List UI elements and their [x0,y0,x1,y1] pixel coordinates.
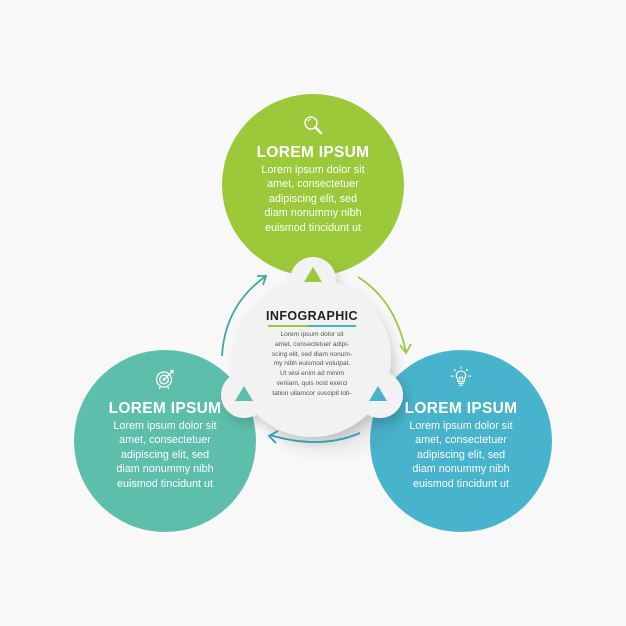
body-line: amet, consectetuer [119,434,211,447]
body-line: euismod tincidunt ut [116,477,214,490]
body-line: tation ullamcor suscipit lob- [272,389,352,397]
title-underline [268,325,356,327]
body-line: Lorem ipsum dolor sit [409,420,513,432]
body-line: euismod tincidunt ut [264,221,362,234]
body-line: adipiscing elit, sed [120,448,210,461]
body-line: diam nonummy nibh [116,463,214,476]
body-line: Ut wisi enim ad minim [279,370,345,378]
center-title: INFOGRAPHIC [266,309,358,323]
step-title: LOREM IPSUM [256,144,370,161]
body-line: euismod tincidunt ut [412,477,510,490]
step-title: LOREM IPSUM [108,400,222,417]
body-line: adipiscing elit, sed [268,192,358,205]
body-line: amet, consectetuer adipi- [274,340,350,348]
body-line: amet, consectetuer [267,178,359,191]
arrow-right-to-left [267,430,361,444]
triangle-marker-left [235,386,253,401]
body-line: amet, consectetuer [415,434,507,447]
step-title: LOREM IPSUM [404,400,518,417]
body-line: diam nonummy nibh [412,463,510,476]
step-body: Lorem ipsum dolor sit amet, consectetuer… [388,419,534,491]
target-icon [155,369,174,390]
magnifier-icon [304,116,323,135]
step-circle-left: LOREM IPSUM Lorem ipsum dolor sit amet, … [74,350,256,532]
arrow-top-to-right [357,276,412,355]
step-body: Lorem ipsum dolor sit amet, consectetuer… [92,419,238,491]
body-line: diam nonummy nibh [264,207,362,220]
triangle-marker-top [304,267,322,282]
lightbulb-icon [450,366,472,386]
body-line: adipiscing elit, sed [416,448,506,461]
body-line: Lorem ipsum dolor sit [113,420,217,432]
center-body: Lorem ipsum dolor sit amet, consectetuer… [252,330,372,399]
body-line: scing elit, sed diam nonum- [271,350,353,358]
body-line: my nibh euismod volutpat. [273,360,351,368]
body-line: Lorem ipsum dolor sit [261,164,365,176]
triangle-marker-right [369,386,387,401]
step-body: Lorem ipsum dolor sit amet, consectetuer… [240,163,386,235]
body-line: Lorem ipsum dolor sit [280,331,344,338]
step-circle-top: LOREM IPSUM Lorem ipsum dolor sit amet, … [222,94,404,276]
body-line: veniam, quis nost exerci [276,379,348,387]
arrow-left-to-top [221,275,268,357]
center-content: INFOGRAPHIC Lorem ipsum dolor sit amet, … [252,309,372,399]
